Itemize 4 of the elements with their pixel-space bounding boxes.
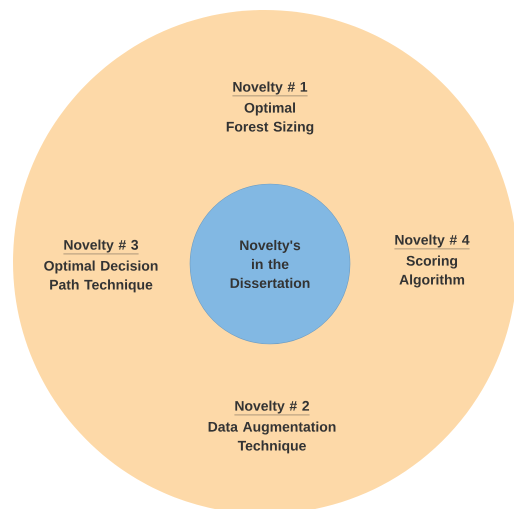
novelty-label: Novelty # 1 Optimal Forest Sizing (226, 82, 314, 134)
novelty-label: Novelty # 2 Data Augmentation Technique (208, 400, 336, 454)
novelty-label: Novelty # 4 Scoring Algorithm (394, 234, 470, 288)
novelty-label: Novelty # 3 Optimal Decision Path Technique (44, 240, 158, 292)
